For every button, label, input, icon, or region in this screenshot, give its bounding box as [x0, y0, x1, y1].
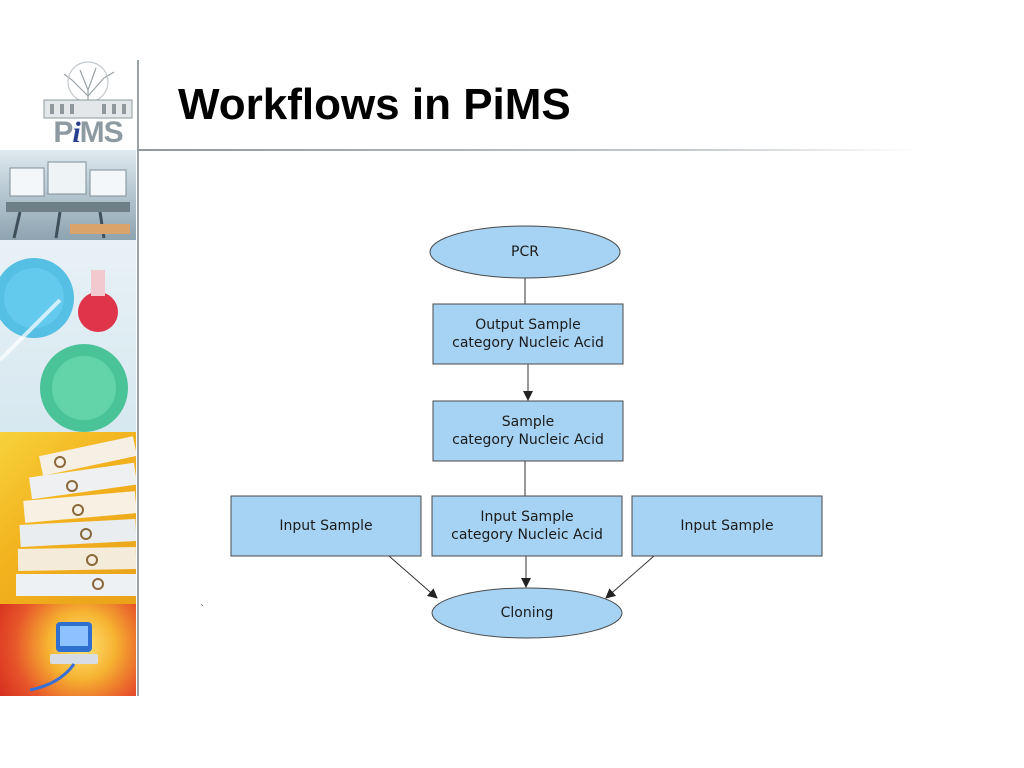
pims-logo: PiMS: [38, 60, 138, 150]
node-input-left-label-0: Input Sample: [279, 518, 372, 534]
lab-equipment-graphic: [6, 161, 130, 239]
stray-mark: `: [200, 604, 205, 615]
notebooks-image: [0, 432, 136, 604]
node-sample-shape: [432, 400, 624, 462]
logo-text-prefix: P: [53, 116, 73, 149]
node-pcr-label-0: PCR: [511, 244, 539, 260]
node-input-center-shape: [431, 495, 623, 557]
edge-input-right-to-cloning: [605, 555, 655, 599]
node-cloning: Cloning: [431, 587, 623, 639]
tree-building-graphic: [43, 61, 133, 119]
edges-layer: [388, 278, 655, 599]
node-cloning-shape: [431, 587, 623, 639]
node-cloning-label-0: Cloning: [501, 605, 554, 621]
logo-text-suffix: MS: [79, 116, 124, 149]
edge-input-left-to-cloning: [388, 555, 438, 599]
node-pcr: PCR: [429, 225, 621, 279]
node-input-left: Input Sample: [230, 495, 422, 557]
slide-title: Workflows in PiMS: [178, 80, 571, 129]
logo-text-i: i: [72, 116, 80, 149]
flasks-graphic: [0, 258, 128, 432]
decorative-image-strip: [0, 150, 136, 696]
pims-logo-text: PiMS: [38, 116, 138, 150]
node-input-left-shape: [230, 495, 422, 557]
node-output-sample-label-0: Output Sample: [475, 317, 581, 333]
node-sample-label-1: category Nucleic Acid: [452, 432, 604, 448]
node-input-right-shape: [631, 495, 823, 557]
node-pcr-shape: [429, 225, 621, 279]
node-input-center-label-1: category Nucleic Acid: [451, 527, 603, 543]
node-output-sample-label-1: category Nucleic Acid: [452, 335, 604, 351]
node-output-sample: Output Sample category Nucleic Acid: [432, 303, 624, 365]
flasks-image: [0, 240, 136, 432]
node-sample-label-0: Sample: [502, 414, 555, 430]
title-underline: [137, 149, 917, 151]
computer-image: [0, 604, 136, 696]
node-input-center: Input Sample category Nucleic Acid: [431, 495, 623, 557]
computer-graphic: [29, 622, 98, 692]
node-input-right: Input Sample: [631, 495, 823, 557]
node-input-right-label-0: Input Sample: [680, 518, 773, 534]
node-input-center-label-0: Input Sample: [480, 509, 573, 525]
lab-equipment-image: [0, 150, 136, 240]
node-output-sample-shape: [432, 303, 624, 365]
notebooks-graphic: [16, 436, 136, 596]
vertical-divider: [137, 60, 139, 696]
node-sample: Sample category Nucleic Acid: [432, 400, 624, 462]
